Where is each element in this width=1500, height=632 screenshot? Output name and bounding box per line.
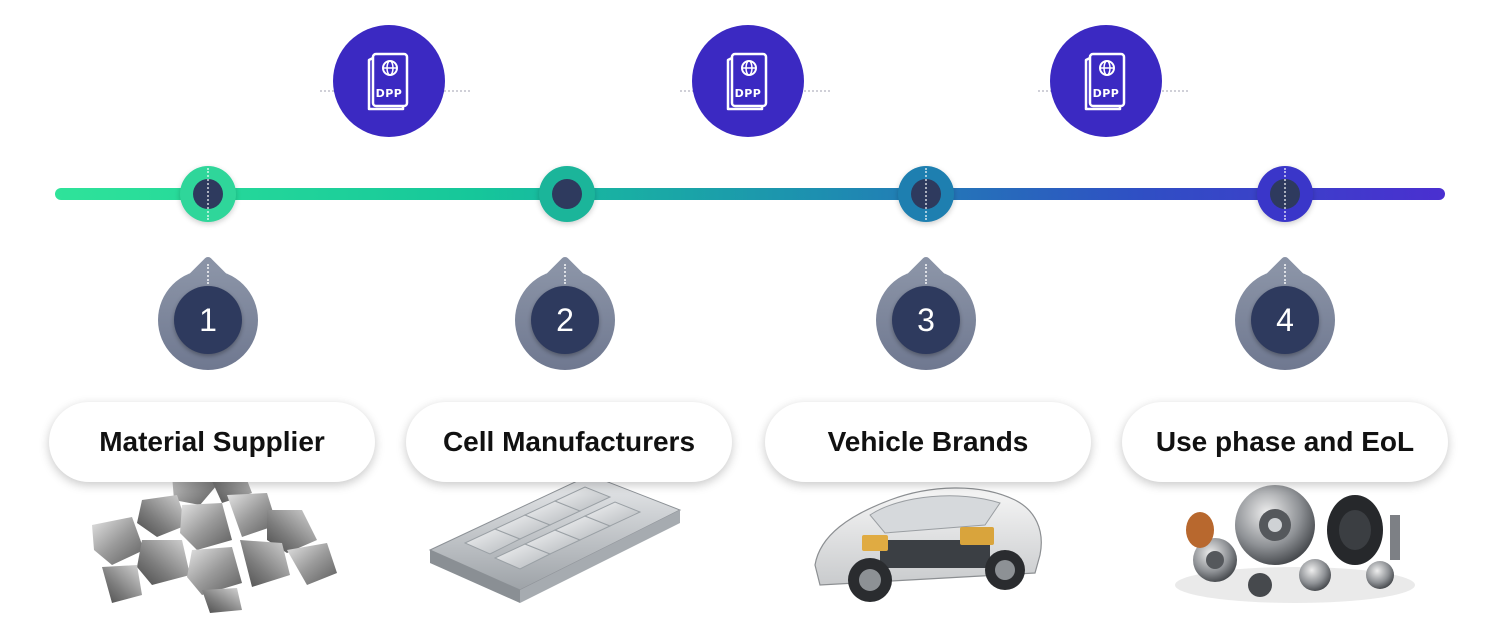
step-badge-2: 2 xyxy=(515,255,615,370)
step-number: 1 xyxy=(174,286,242,354)
timeline-node-1 xyxy=(180,166,236,222)
timeline-node-3 xyxy=(898,166,954,222)
dotted-connector xyxy=(207,264,209,284)
dotted-connector xyxy=(207,168,209,220)
stage-label: Vehicle Brands xyxy=(827,426,1029,457)
passport-globe-icon xyxy=(1084,52,1126,111)
electric-car-image xyxy=(814,487,1042,602)
auto-parts-image xyxy=(1175,485,1415,603)
dotted-connector xyxy=(925,168,927,220)
node-center xyxy=(552,179,582,209)
dpp-label: DPP xyxy=(734,87,762,100)
stage-card-3: Vehicle Brands xyxy=(765,402,1091,482)
step-number: 2 xyxy=(531,286,599,354)
battery-pack-image xyxy=(428,474,682,603)
step-number: 4 xyxy=(1251,286,1319,354)
stage-card-2: Cell Manufacturers xyxy=(406,402,732,482)
step-number: 3 xyxy=(892,286,960,354)
dotted-connector xyxy=(564,264,566,284)
dotted-connector xyxy=(925,264,927,284)
passport-globe-icon xyxy=(726,52,768,111)
stage-label: Cell Manufacturers xyxy=(442,426,696,457)
dpp-badge-1: DPP xyxy=(333,25,445,137)
dpp-badge-3: DPP xyxy=(1050,25,1162,137)
timeline-node-4 xyxy=(1257,166,1313,222)
stage-label: Material Supplier xyxy=(99,426,325,457)
timeline-node-2 xyxy=(539,166,595,222)
stage-card-4: Use phase and EoL xyxy=(1122,402,1448,482)
step-badge-4: 4 xyxy=(1235,255,1335,370)
dotted-connector xyxy=(1284,264,1286,284)
passport-globe-icon xyxy=(367,52,409,111)
stage-card-1: Material Supplier xyxy=(49,402,375,482)
timeline-line xyxy=(55,188,1445,200)
dotted-connector xyxy=(1284,168,1286,220)
step-badge-1: 1 xyxy=(158,255,258,370)
stage-label: Use phase and EoL xyxy=(1155,426,1415,457)
step-badge-3: 3 xyxy=(876,255,976,370)
dpp-badge-2: DPP xyxy=(692,25,804,137)
dpp-label: DPP xyxy=(375,87,403,100)
dpp-label: DPP xyxy=(1092,87,1120,100)
metal-nuggets-image xyxy=(92,465,337,613)
